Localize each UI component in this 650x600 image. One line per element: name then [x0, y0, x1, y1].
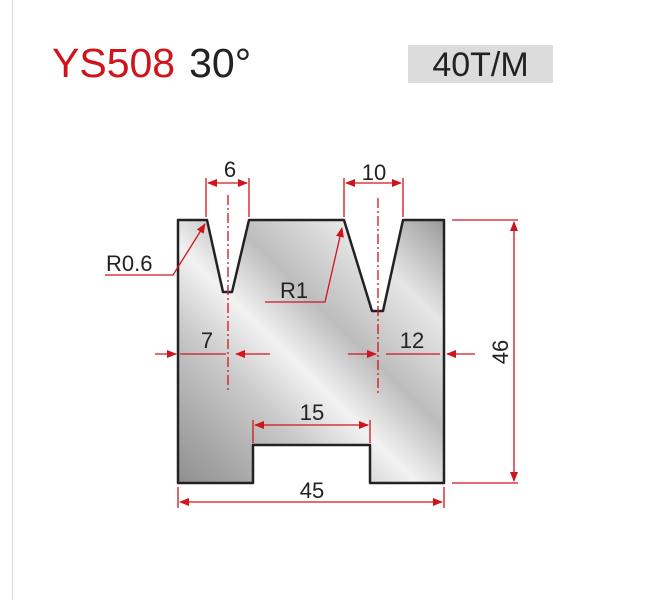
v2-width-label: 10	[362, 160, 386, 185]
v1-radius-label: R0.6	[106, 251, 152, 276]
v1-offset-label: 7	[201, 328, 213, 353]
v2-offset-label: 12	[400, 328, 424, 353]
tonnage-badge: 40T/M	[408, 45, 553, 84]
model-name: YS508	[52, 40, 176, 86]
total-width-label: 45	[300, 478, 324, 503]
v2-radius-label: R1	[280, 278, 308, 303]
v1-width-label: 6	[224, 157, 236, 182]
die-profile	[176, 218, 446, 485]
height-label: 46	[488, 340, 513, 364]
title: YS508 30°	[52, 40, 251, 87]
die-angle: 30°	[189, 40, 252, 86]
frame-border	[12, 0, 13, 600]
dimension-lines	[105, 178, 518, 508]
slot-width-label: 15	[300, 400, 324, 425]
